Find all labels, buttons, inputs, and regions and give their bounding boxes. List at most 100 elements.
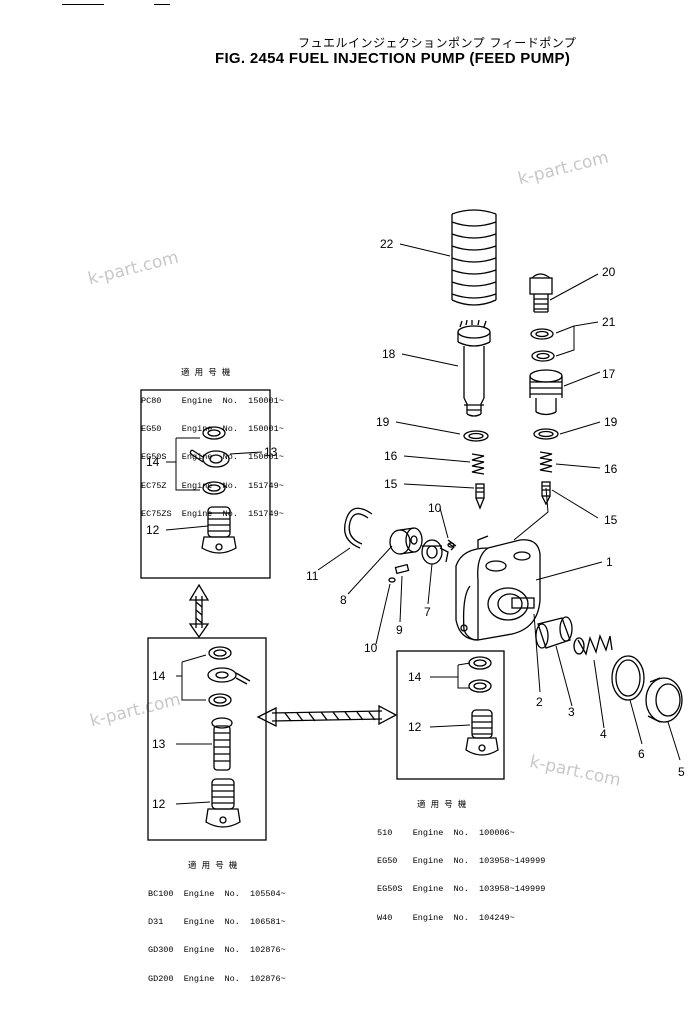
applicability-header: 適 用 号 機 — [417, 799, 467, 810]
washer-part — [207, 429, 221, 437]
pin-part — [388, 577, 396, 583]
scan-line — [62, 4, 104, 5]
callout-label: 16 — [604, 462, 618, 476]
callout-label: 2 — [536, 695, 543, 709]
o-ring-part — [468, 432, 484, 440]
callout-label: 10 — [364, 641, 378, 655]
spring-part — [577, 633, 613, 656]
applicability-row: EG50S Engine No. 103958~149999 — [377, 884, 546, 895]
callout-label: 8 — [340, 593, 347, 607]
applicability-row: EG50 Engine No. 103958~149999 — [377, 856, 546, 867]
washer-part — [536, 352, 550, 360]
washer-part — [531, 350, 555, 362]
variant-box-b — [147, 637, 267, 841]
plunger-part — [457, 319, 491, 417]
callout-label: 16 — [384, 449, 398, 463]
bleeder-screw-part — [529, 273, 553, 313]
applicability-row: D31 Engine No. 106581~ — [148, 917, 286, 928]
roller-holder-part — [421, 539, 449, 565]
callout-label: 14 — [408, 670, 422, 684]
scan-line — [154, 4, 170, 5]
applicability-table: 適 用 号 機 BC100 Engine No. 105504~ D31 Eng… — [148, 843, 286, 1003]
applicability-row: GD300 Engine No. 102876~ — [148, 945, 286, 956]
check-valve-part — [475, 483, 485, 510]
applicability-row: 510 Engine No. 100006~ — [377, 828, 515, 839]
applicability-table: 適 用 号 機 510 Engine No. 100006~ EG50 Engi… — [377, 782, 545, 942]
o-ring-part — [533, 428, 559, 440]
bellows-boot-part — [451, 209, 497, 306]
applicability-row: BC100 Engine No. 105504~ — [148, 889, 286, 900]
applicability-row: W40 Engine No. 104249~ — [377, 912, 515, 923]
callout-label: 13 — [152, 737, 166, 751]
applicability-row: PC80 Engine No. 150001~ — [141, 396, 284, 407]
union-bolt-part — [201, 506, 237, 554]
spring-part — [539, 451, 553, 473]
check-valve-part — [541, 481, 551, 506]
figure-title: FIG. 2454 FUEL INJECTION PUMP (FEED PUMP… — [215, 50, 571, 67]
callout-label: 22 — [380, 237, 394, 251]
washer-part — [207, 484, 221, 492]
washer-part — [202, 426, 226, 440]
callout-label: 10 — [428, 501, 442, 515]
callout-label: 5 — [678, 765, 685, 779]
pin-part — [394, 563, 410, 575]
callout-label: 4 — [600, 727, 607, 741]
variant-box-a — [140, 389, 271, 579]
washer-part — [468, 679, 492, 693]
title-japanese: フュエルインジェクションポンプ フィードポンプ — [298, 36, 577, 50]
union-bolt-part — [465, 709, 499, 756]
hollow-screw-part — [211, 717, 233, 771]
washer-part — [468, 656, 492, 670]
plug-part — [645, 677, 683, 723]
callout-label: 19 — [604, 415, 618, 429]
tappet-part — [535, 616, 573, 649]
callout-label: 12 — [408, 720, 422, 734]
callout-label: 7 — [424, 605, 431, 619]
washer-part — [213, 696, 227, 704]
washer-part — [535, 330, 549, 338]
washer-part — [530, 328, 554, 340]
callout-label: 12 — [152, 797, 166, 811]
gasket-part — [615, 659, 641, 697]
washer-part — [202, 481, 226, 495]
callout-label: 18 — [382, 347, 396, 361]
callout-label: 21 — [602, 315, 616, 329]
spring-part — [471, 453, 485, 475]
roller-part — [389, 527, 423, 555]
callout-label: 9 — [396, 623, 403, 637]
callout-label: 20 — [602, 265, 616, 279]
applicability-header: 適 用 号 機 — [181, 367, 231, 378]
washer-part — [213, 649, 227, 657]
callout-label: 19 — [376, 415, 390, 429]
applicability-header: 適 用 号 機 — [188, 860, 238, 871]
spring-part — [573, 637, 585, 655]
washer-part — [208, 646, 232, 660]
callout-label: 14 — [152, 669, 166, 683]
snap-ring-part — [343, 507, 373, 549]
eye-bolt-fitting-part — [189, 449, 230, 468]
callout-label: 6 — [638, 747, 645, 761]
o-ring-part — [538, 430, 554, 438]
callout-label: 12 — [146, 523, 160, 537]
callout-label: 1 — [606, 555, 613, 569]
callout-label: 17 — [602, 367, 616, 381]
pump-housing-part — [455, 535, 541, 641]
interchange-arrow-horizontal — [256, 704, 398, 728]
washer-part — [208, 693, 232, 707]
washer-part — [473, 659, 487, 667]
interchange-arrow-vertical — [188, 583, 210, 639]
callout-label: 11 — [306, 569, 319, 583]
o-ring-part — [463, 430, 489, 442]
callout-label: 13 — [264, 445, 278, 459]
pin-part — [447, 542, 455, 548]
applicability-row: EC75Z Engine No. 151749~ — [141, 480, 284, 491]
callout-label: 3 — [568, 705, 575, 719]
pin-part — [447, 539, 457, 551]
snap-ring-part — [348, 513, 369, 545]
callout-label: 14 — [146, 455, 160, 469]
eye-fitting-part — [207, 667, 251, 685]
callout-label: 15 — [604, 513, 618, 527]
washer-part — [473, 682, 487, 690]
